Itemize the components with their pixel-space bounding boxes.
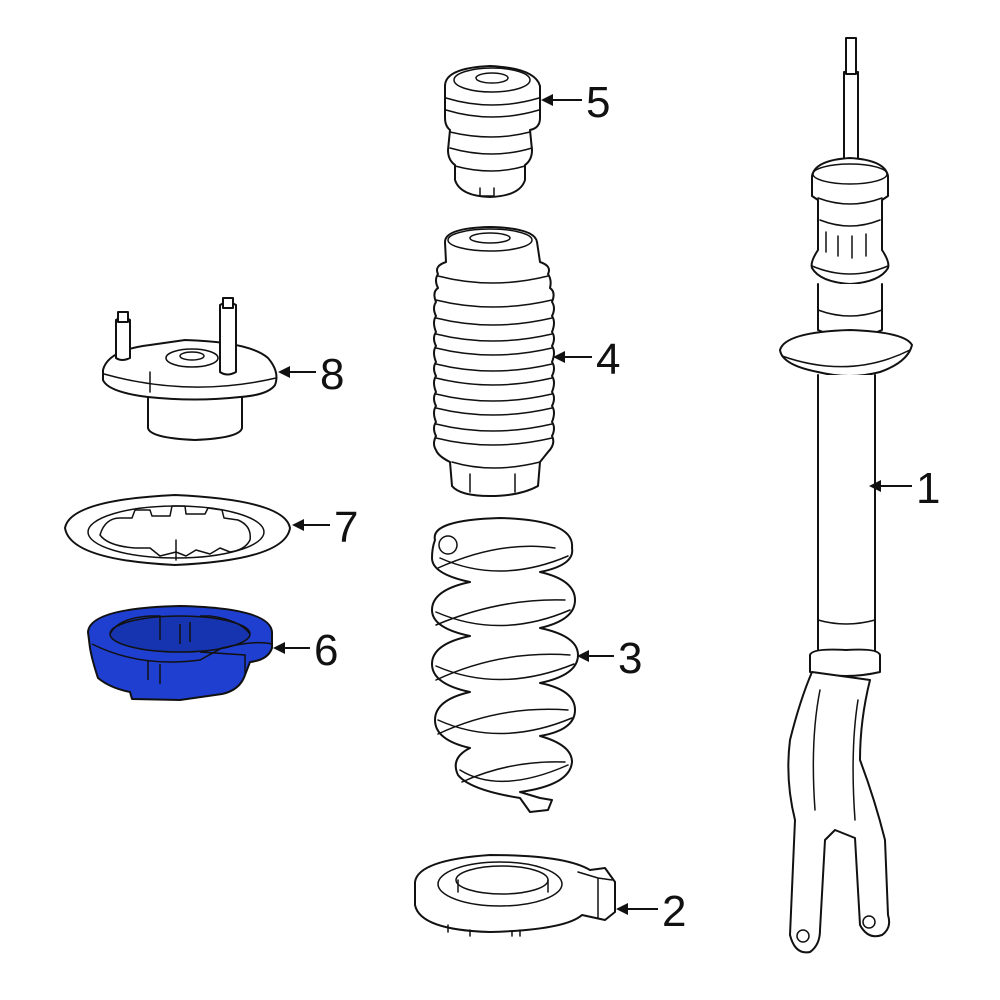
callout-label-2: 2 (662, 887, 686, 936)
callout-label-8: 8 (320, 350, 344, 399)
callout-label-7: 7 (334, 503, 358, 552)
callout-4[interactable]: 4 (553, 335, 620, 384)
part-1-strut-assembly[interactable] (779, 37, 913, 954)
callout-5[interactable]: 5 (541, 78, 610, 127)
part-8-upper-strut-mount[interactable] (102, 297, 278, 441)
part-6-spring-seat-highlighted[interactable] (87, 605, 273, 701)
callout-label-5: 5 (586, 78, 610, 127)
callout-label-1: 1 (916, 464, 940, 513)
callout-6[interactable]: 6 (273, 626, 338, 675)
part-3-coil-spring[interactable] (431, 517, 579, 813)
callout-2[interactable]: 2 (616, 887, 686, 936)
callout-3[interactable]: 3 (577, 634, 642, 683)
callout-1[interactable]: 1 (869, 464, 940, 513)
callout-label-6: 6 (314, 626, 338, 675)
callout-label-4: 4 (596, 335, 620, 384)
part-2-lower-spring-seat[interactable] (414, 854, 616, 937)
part-4-dust-boot[interactable] (433, 226, 555, 497)
part-7-spring-insulator[interactable] (64, 494, 291, 566)
callout-7[interactable]: 7 (292, 503, 358, 552)
part-5-bump-stop[interactable] (444, 65, 541, 198)
callout-8[interactable]: 8 (278, 350, 344, 399)
callout-label-3: 3 (618, 634, 642, 683)
